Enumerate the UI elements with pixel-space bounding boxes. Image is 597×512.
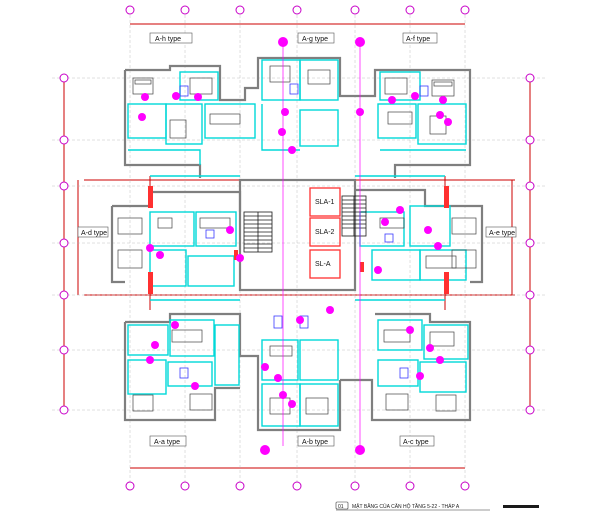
elevator-label-2: SLA-2 (315, 229, 335, 236)
bath-fixtures (179, 83, 429, 379)
doors (148, 186, 449, 294)
stair-right (341, 195, 367, 237)
drawing-caption: 01 MẶT BẰNG CỦA CĂN HỘ TẦNG 5-22 - THÁP … (335, 501, 539, 511)
unit-label-top-center: A-g type (302, 36, 328, 43)
section-markers (138, 37, 452, 455)
unit-label-right: A-e type (489, 230, 515, 237)
caption-text: MẶT BẰNG CỦA CĂN HỘ TẦNG 5-22 - THÁP A (352, 502, 460, 510)
unit-label-left: A-d type (81, 230, 107, 237)
elevator-label-3: SL-A (315, 261, 331, 268)
unit-label-bottom-left: A-a type (154, 439, 180, 446)
unit-type-labels: A-h type A-g type A-f type A-d type A-e … (77, 32, 517, 447)
axis-bubbles (59, 5, 535, 491)
unit-label-bottom-center: A-b type (302, 439, 328, 446)
unit-label-top-left: A-h type (155, 36, 181, 43)
elevator-label-1: SLA-1 (315, 199, 335, 206)
caption-badge: 01 (338, 504, 344, 510)
unit-label-bottom-right: A-c type (403, 439, 429, 446)
stair-left (243, 211, 273, 253)
unit-label-top-right: A-f type (406, 36, 430, 43)
exterior-walls (110, 56, 484, 432)
elevator-shafts (309, 187, 341, 279)
section-cut-lines (282, 46, 361, 446)
